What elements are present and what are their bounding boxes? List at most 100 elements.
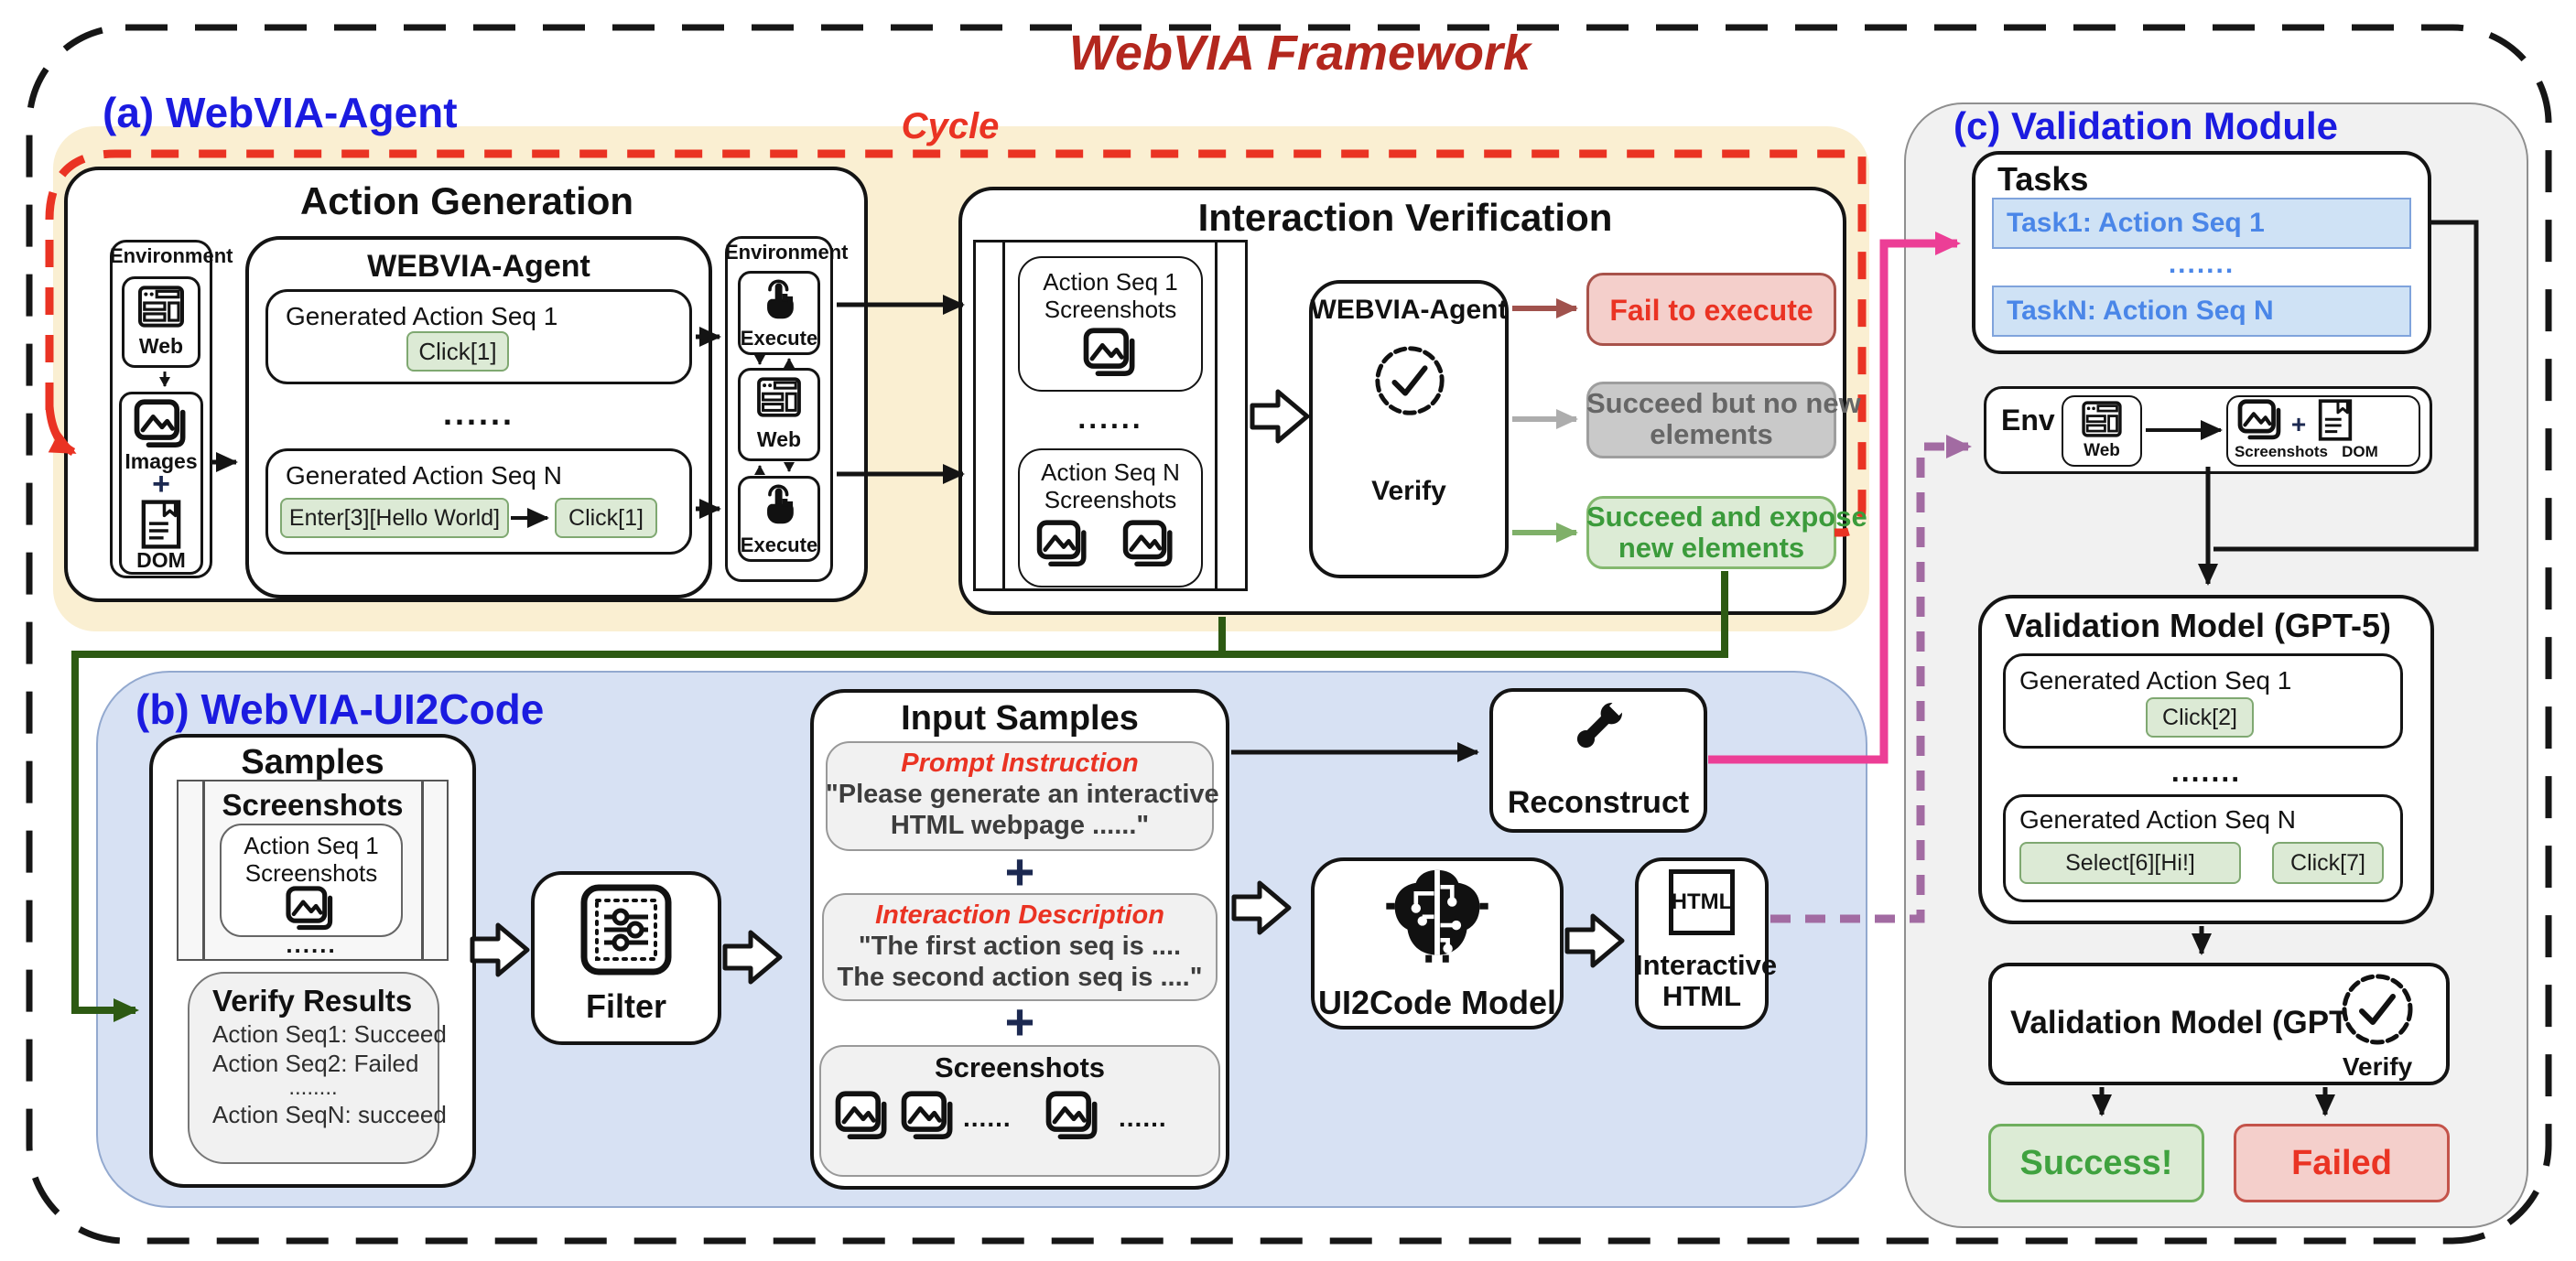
- verify-results-box: [188, 972, 439, 1164]
- interactive-html-box: [1635, 857, 1769, 1029]
- screenshot-icon: [1122, 520, 1177, 568]
- interactive-html-l2: HTML: [1661, 980, 1742, 1012]
- browser-icon: [2082, 401, 2122, 437]
- env-screenshots-label: Screenshots: [2234, 443, 2329, 460]
- generated-seq1-label: Generated Action Seq 1: [286, 302, 558, 330]
- interaction-description-box: [822, 893, 1218, 1001]
- vm-seqn-label: Generated Action Seq N: [2019, 805, 2296, 834]
- browser-icon: [137, 286, 185, 328]
- verify-badge-label: Verify: [2342, 1052, 2413, 1081]
- samples-dots: ......: [286, 931, 337, 958]
- wrench-icon: [1567, 695, 1629, 758]
- seq1-screenshots-l2: Screenshots: [1044, 296, 1177, 323]
- screenshot-icon: [1045, 1091, 1102, 1141]
- verify-badge-icon: [2336, 968, 2419, 1051]
- outcome-expose-l1: Succeed and expose: [1586, 501, 1867, 533]
- succeed-to-samples-green-path: [71, 571, 1728, 1022]
- screenshots-dots1: ......: [963, 1104, 1012, 1132]
- input-samples-title: Input Samples: [901, 699, 1139, 738]
- select-chip: Select[6][Hi!]: [2019, 842, 2241, 884]
- section-c-label: (c) Validation Module: [1954, 104, 2339, 147]
- vm-dots: .......: [2170, 755, 2242, 788]
- input-screenshots-title: Screenshots: [934, 1051, 1106, 1083]
- verify-outcome-arrows: [1512, 298, 1578, 543]
- dom-label: DOM: [136, 548, 186, 572]
- browser-icon: [756, 377, 802, 417]
- click7-chip: Click[7]: [2272, 842, 2384, 884]
- plus-sign: +: [152, 467, 170, 501]
- env-dom-label: DOM: [2342, 443, 2378, 460]
- screenshot-icon: [1083, 328, 1140, 378]
- cycle-label: Cycle: [901, 106, 1000, 146]
- section-a-label: (a) WebVIA-Agent: [103, 89, 458, 136]
- seqn-screenshots-l1: Action Seq N: [1041, 458, 1180, 486]
- verify-results-line1: Action Seq1: Succeed: [212, 1020, 447, 1048]
- outcome-expose-l2: new elements: [1618, 532, 1805, 564]
- click1-chip-n: Click[1]: [555, 498, 657, 538]
- reconstruct-to-tasks-pink-path: [1708, 232, 1961, 764]
- outcome-fail-box: [1586, 273, 1836, 346]
- taskn-row: TaskN: Action Seq N: [1992, 286, 2411, 337]
- outcome-fail-label: Fail to execute: [1609, 294, 1813, 327]
- validation-model-title: Validation Model (GPT-5): [2005, 607, 2392, 644]
- tasks-title: Tasks: [1997, 160, 2089, 198]
- reconstruct-box: [1489, 688, 1707, 833]
- task1-row: Task1: Action Seq 1: [1992, 198, 2411, 249]
- verifier-agent-box: [1309, 280, 1509, 578]
- interactive-html-l1: Interactive: [1635, 949, 1778, 981]
- html-icon-text: HTML: [1671, 889, 1733, 914]
- filter-label: Filter: [585, 987, 666, 1025]
- enter-chip: Enter[3][Hello World]: [280, 498, 509, 538]
- tap-hand-icon: [758, 481, 800, 525]
- prompt-instruction-heading: Prompt Instruction: [901, 749, 1139, 778]
- screenshot-icon: [901, 1091, 958, 1141]
- screenshot-icon: [286, 886, 337, 932]
- outcome-nonew-box: [1586, 382, 1836, 458]
- seq1-screenshots-l1: Action Seq 1: [1043, 268, 1178, 296]
- environment-input-title: Environment: [110, 244, 233, 267]
- samples-screenshots-title: Screenshots: [222, 788, 404, 822]
- verify-results-line3: ........: [288, 1075, 338, 1100]
- html-to-env-purple-path: [1770, 435, 1972, 923]
- plus-sign: +: [2290, 410, 2307, 438]
- stack-right-rail: [1215, 240, 1218, 591]
- verify-badge-label: Verify: [1371, 476, 1446, 506]
- web-input-label: Web: [138, 334, 184, 358]
- env-label: Env: [2001, 404, 2055, 436]
- stack-dots: ......: [1077, 402, 1143, 435]
- brain-circuit-icon: [1384, 866, 1490, 964]
- validation-verifier-title: Validation Model (GPT-5): [2010, 1005, 2387, 1040]
- web-exec-label: Web: [756, 427, 802, 451]
- plus-sign: +: [1004, 843, 1035, 900]
- interaction-line1: "The first action seq is ....: [858, 932, 1182, 961]
- html-file-icon: HTML: [1669, 869, 1735, 935]
- vm-seq1-label: Generated Action Seq 1: [2019, 666, 2292, 695]
- images-icon: [134, 399, 190, 449]
- webvia-agent-title: WEBVIA-Agent: [367, 249, 590, 284]
- plus-sign: +: [1004, 993, 1035, 1051]
- stack-left-rail: [1002, 240, 1005, 591]
- filter-sliders-icon: [580, 884, 672, 975]
- verify-badge-icon: [1369, 340, 1450, 421]
- click1-chip: Click[1]: [406, 331, 509, 372]
- prompt-line1: "Please generate an interactive: [826, 780, 1219, 809]
- tap-hand-icon: [758, 276, 800, 320]
- cycle-dashed-loop: [45, 149, 1867, 537]
- verify-results-line2: Action Seq2: Failed: [212, 1050, 419, 1077]
- samples-title: Samples: [241, 743, 384, 781]
- success-label: Success!: [2019, 1144, 2173, 1182]
- section-b-label: (b) WebVIA-UI2Code: [135, 685, 545, 733]
- dom-icon: [141, 500, 181, 549]
- seq1-screenshots-box: [1018, 256, 1203, 392]
- verify-results-line4: Action SeqN: succeed: [212, 1101, 447, 1128]
- verifier-agent-title: WEBVIA-Agent: [1310, 295, 1508, 325]
- interaction-description-heading: Interaction Description: [875, 900, 1164, 930]
- reconstruct-label: Reconstruct: [1507, 785, 1690, 820]
- outcome-nonew-l1: Succeed but no new: [1586, 387, 1861, 419]
- success-box: [1988, 1124, 2204, 1202]
- screenshot-icon: [2237, 399, 2285, 441]
- verify-results-title: Verify Results: [212, 984, 413, 1018]
- strip-right-rail: [421, 780, 424, 961]
